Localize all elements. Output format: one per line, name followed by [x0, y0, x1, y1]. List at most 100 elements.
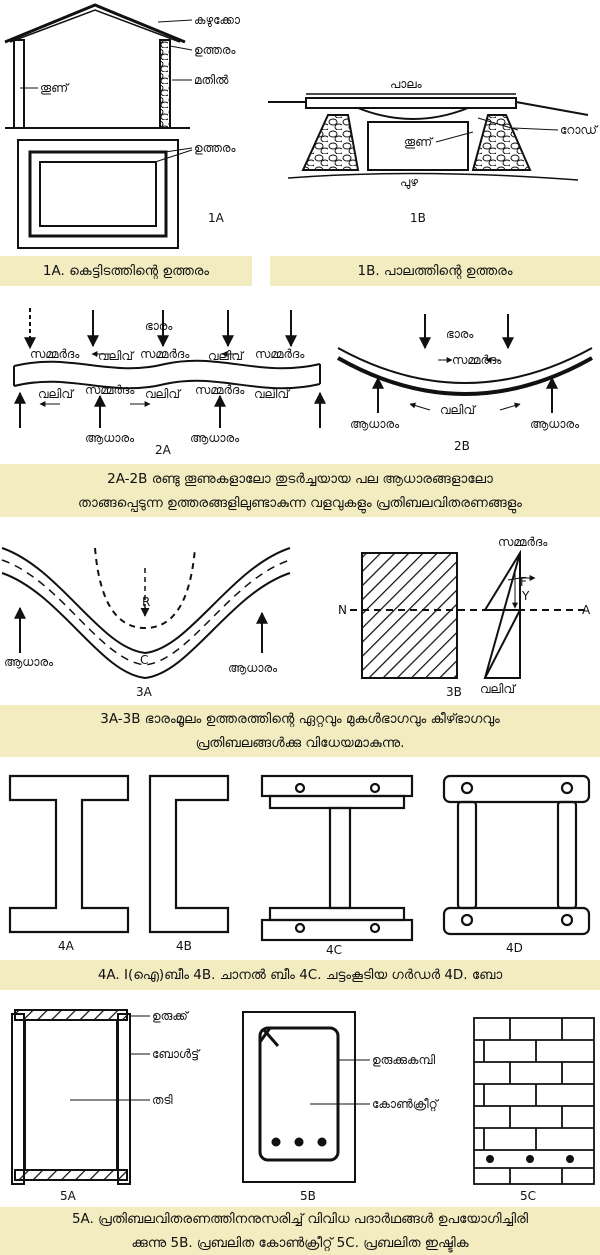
bow-right-post: [556, 800, 578, 910]
support-label-2b-1: ആധാരം: [350, 417, 400, 431]
beam-2b-bottom: [337, 356, 593, 396]
load-label-2b: ഭാരം: [446, 327, 474, 341]
support-label-2a-2: ആധാരം: [190, 431, 240, 445]
tag-2b: 2B: [454, 439, 470, 453]
caption-4: 4A. I(ഐ)ബീം 4B. ചാനൽ ബീം 4C. ചട്ടംകൂടിയ …: [0, 960, 600, 990]
wood-core: [24, 1019, 118, 1171]
caption-1b: 1B. പാലത്തിന്റെ ഉത്തരം: [270, 256, 600, 286]
compression-label-3b: സമ്മർദം: [498, 535, 548, 549]
figure-1b-bridge: പാലം റോഡ് തൂണ് പുഴ 1B: [258, 70, 600, 255]
channel-beam-shape: [148, 774, 230, 934]
caption-2-line1: 2A-2B രണ്ടു തൂണുകളാലോ തുടർച്ചയായ പല ആധാര…: [107, 470, 493, 487]
tag-4a: 4A: [58, 939, 75, 953]
compression-label-2a-1: സമ്മർദം: [30, 347, 80, 361]
bending-label-2a-2: വലിവ്: [208, 349, 245, 363]
r-label: R: [142, 595, 150, 609]
tag-5a: 5A: [60, 1189, 77, 1203]
figure-3a-curved-beam: R C ആധാരം ആധാരം 3A: [0, 528, 300, 703]
compression-label-2a-3: സമ്മർദം: [255, 347, 305, 361]
compression-label-2b: സമ്മർദം: [452, 353, 502, 367]
bridge-pillar-label: തൂണ്: [404, 135, 434, 149]
beam-label: ഉത്തരം: [194, 43, 236, 57]
pillar-left: [13, 39, 25, 129]
support-label-2a-1: ആധാരം: [85, 431, 135, 445]
bending-label-2a-5: വലിവ്: [254, 387, 291, 401]
plan-beam-label: ഉത്തരം: [194, 141, 236, 155]
caption-2: 2A-2B രണ്ടു തൂണുകളാലോ തുടർച്ചയായ പല ആധാര…: [0, 464, 600, 517]
c-label: C: [140, 653, 148, 667]
curve-bottom: [1, 572, 291, 680]
rebar-stirrup: [258, 1026, 340, 1162]
figure-2a-beam-supports: ഭാരം സമ്മർദം വലിവ് സമ്മർദം വലിവ് സമ്മർദം…: [0, 298, 330, 463]
roof-line: [4, 3, 186, 44]
bow-left-post: [456, 800, 478, 910]
tag-5c: 5C: [520, 1189, 536, 1203]
tag-1b: 1B: [410, 211, 426, 225]
tag-1a: 1A: [208, 211, 225, 225]
load-label-2a: ഭാരം: [145, 319, 173, 333]
bolt-left: [11, 1013, 25, 1185]
bending-label-2a-4: വലിവ്: [145, 387, 182, 401]
tag-3b: 3B: [446, 685, 462, 699]
pillar-label: തൂണ്: [40, 81, 70, 95]
tag-4b: 4B: [176, 939, 192, 953]
f-label: F: [520, 575, 527, 589]
bending-label-2b: വലിവ്: [440, 403, 477, 417]
support-label-3a-2: ആധാരം: [228, 661, 278, 675]
figure-5c-reinforced-brick: 5C: [470, 1000, 600, 1205]
bow-top: [442, 774, 591, 804]
concrete-label: കോൺക്രീറ്റ്: [372, 1097, 440, 1112]
bolt-right: [117, 1013, 131, 1185]
caption-5-line1: 5A. പ്രതിബലവിതരണത്തിനനുസരിച്ച് വിവിധ പദാ…: [71, 1211, 529, 1227]
caption-3-line2: പ്രതിബലങ്ങൾക്കു വിധേയമാകുന്നു.: [195, 735, 405, 751]
figure-5b-reinforced-concrete: ഉരുക്കുകമ്പി കോൺക്രീറ്റ് 5B: [238, 1000, 460, 1205]
bolt-label: ബോൾട്ട്: [152, 1047, 201, 1061]
roof-label: കഴുക്കോൽ: [194, 13, 240, 28]
support-label-2b-2: ആധാരം: [530, 417, 580, 431]
figure-1a-house: കഴുക്കോൽ ഉത്തരം മതിൽ തൂണ് ഉത്തരം 1A: [0, 0, 240, 255]
beam-2a-bottom: [13, 379, 321, 390]
tag-2a: 2A: [155, 443, 172, 457]
caption-5: 5A. പ്രതിബലവിതരണത്തിനനുസരിച്ച് വിവിധ പദാ…: [0, 1207, 600, 1255]
road-label: റോഡ്: [560, 123, 599, 137]
wall-label: മതിൽ: [194, 73, 229, 87]
i-beam-shape: [8, 774, 130, 934]
caption-2-line2: താങ്ങപ്പെടുന്ന ഉത്തരങ്ങളിലുണ്ടാകുന്ന വളവ…: [78, 494, 522, 511]
beam-2b-top: [337, 347, 593, 384]
caption-3: 3A-3B ഭാരംമൂലം ഉത്തരത്തിന്റെ ഏറ്റവും മുക…: [0, 705, 600, 757]
tag-4c: 4C: [326, 943, 342, 957]
compression-label-2a-5: സമ്മർദം: [195, 383, 245, 397]
compression-label-2a-4: സമ്മർദം: [85, 383, 135, 397]
y-label: Y: [521, 589, 530, 603]
a-label: A: [582, 603, 591, 617]
bridge-deck: [305, 97, 517, 109]
girder-web: [328, 806, 352, 910]
tag-5b: 5B: [300, 1189, 316, 1203]
river-label: പുഴ: [400, 175, 418, 190]
figure-3b-stress-section: സമ്മർദം N A F Y വലിവ് 3B: [320, 528, 600, 703]
curve-top: [1, 547, 291, 655]
caption-5-line2: ക്കുന്നു 5B. പ്രബലിത കോൺക്രീറ്റ് 5C. പ്ര…: [131, 1235, 469, 1251]
brick-wall: [473, 1017, 595, 1185]
tag-3a: 3A: [136, 685, 153, 699]
section-rect: [361, 552, 458, 679]
bending-label-2a-3: വലിവ്: [38, 387, 75, 401]
bending-label-2a-1: വലിവ്: [98, 349, 135, 363]
compression-label-2a-2: സമ്മർദം: [140, 347, 190, 361]
n-label: N: [338, 603, 347, 617]
figure-2b-simple-beam: ഭാരം സമ്മർദം വലിവ് ആധാരം ആധാരം 2B: [330, 298, 600, 463]
concrete-block: [242, 1011, 356, 1183]
caption-1a: 1A. കെട്ടിടത്തിന്റെ ഉത്തരം: [0, 256, 252, 286]
steel-label: ഉരുക്ക്: [152, 1009, 190, 1023]
wood-label: തടി: [152, 1093, 173, 1107]
bridge-label: പാലം: [390, 77, 423, 91]
girder-top-plate: [260, 774, 414, 798]
bending-label-3b: വലിവ്: [480, 682, 517, 696]
caption-3-line1: 3A-3B ഭാരംമൂലം ഉത്തരത്തിന്റെ ഏറ്റവും മുക…: [100, 711, 500, 727]
support-label-3a-1: ആധാരം: [4, 655, 54, 669]
plan-outer: [17, 139, 179, 249]
tag-4d: 4D: [506, 941, 523, 955]
figure-5a-composite: ഉരുക്ക് ബോൾട്ട് തടി 5A: [0, 1000, 220, 1205]
rebar-label: ഉരുക്കുകമ്പി: [372, 1053, 435, 1067]
beam-2a-top: [13, 359, 321, 370]
